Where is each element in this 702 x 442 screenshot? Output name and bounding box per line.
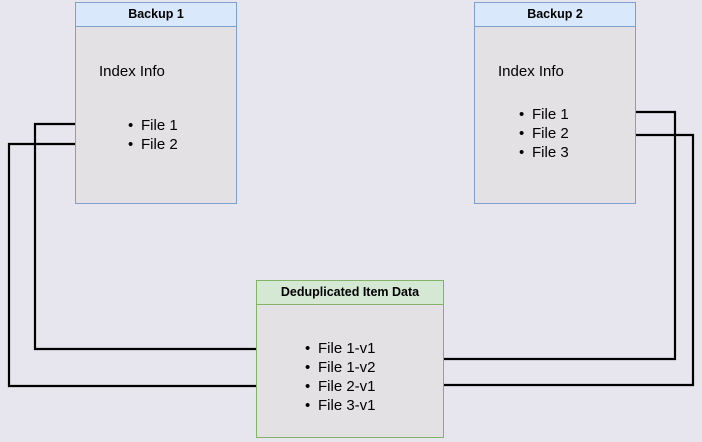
dedup-file-list: File 1-v1 File 1-v2 File 2-v1 File 3-v1	[305, 339, 376, 415]
backup-2-body: Index Info File 1 File 2 File 3	[475, 27, 635, 203]
list-item[interactable]: File 1-v1	[305, 339, 376, 358]
backup-1-index-label: Index Info	[99, 63, 165, 80]
list-item[interactable]: File 1	[519, 105, 569, 124]
deduplicated-item-data-header: Deduplicated Item Data	[257, 281, 443, 305]
deduplicated-item-data-body: File 1-v1 File 1-v2 File 2-v1 File 3-v1	[257, 305, 443, 437]
backup-1-file-list: File 1 File 2	[128, 116, 178, 154]
deduplicated-item-data-node[interactable]: Deduplicated Item Data File 1-v1 File 1-…	[256, 280, 444, 438]
list-item[interactable]: File 1-v2	[305, 358, 376, 377]
backup-1-header: Backup 1	[76, 3, 236, 27]
backup-2-index-label: Index Info	[498, 63, 564, 80]
backup-2-node[interactable]: Backup 2 Index Info File 1 File 2 File 3	[474, 2, 636, 204]
list-item[interactable]: File 1	[128, 116, 178, 135]
backup-2-file-list: File 1 File 2 File 3	[519, 105, 569, 162]
list-item[interactable]: File 2	[519, 124, 569, 143]
list-item[interactable]: File 2-v1	[305, 377, 376, 396]
list-item[interactable]: File 2	[128, 135, 178, 154]
list-item[interactable]: File 3	[519, 143, 569, 162]
backup-1-node[interactable]: Backup 1 Index Info File 1 File 2	[75, 2, 237, 204]
backup-2-header: Backup 2	[475, 3, 635, 27]
list-item[interactable]: File 3-v1	[305, 396, 376, 415]
backup-1-body: Index Info File 1 File 2	[76, 27, 236, 203]
